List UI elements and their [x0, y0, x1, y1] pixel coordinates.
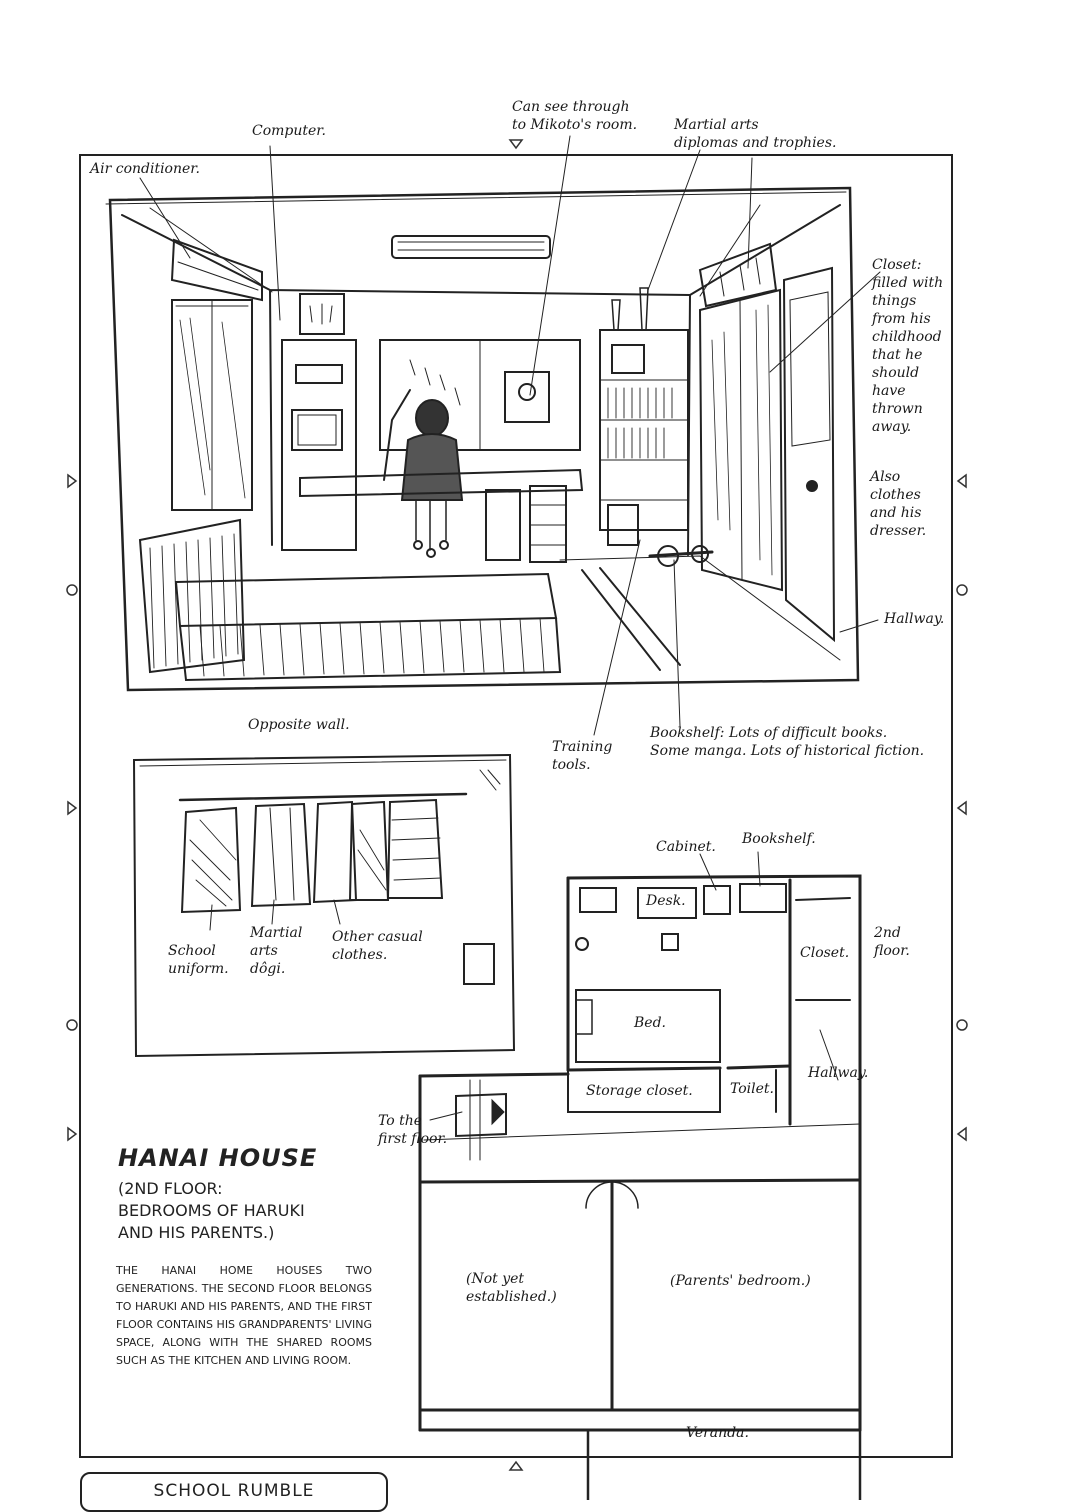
label-first-floor: To the first floor. [378, 1113, 448, 1147]
page-description: THE HANAI HOME HOUSES TWO GENERATIONS. T… [116, 1264, 372, 1367]
series-title: SCHOOL RUMBLE [80, 1472, 388, 1512]
page-margin-marks [66, 139, 968, 1471]
label-toilet: Toilet. [730, 1081, 774, 1097]
label-hallway-room: Hallway. [884, 611, 945, 627]
label-air-conditioner: Air conditioner. [90, 161, 200, 177]
label-hallway-plan: Hallway. [808, 1065, 869, 1081]
label-bookshelf-room: Bookshelf: Lots of difficult books. Some… [650, 725, 925, 759]
label-clothes-dresser: Also clothes and his dresser. [870, 469, 927, 539]
label-school-uniform: School uniform. [168, 943, 229, 977]
label-parents-bedroom: (Parents' bedroom.) [670, 1273, 811, 1289]
label-training-tools: Training tools. [552, 739, 613, 773]
page-title: HANAI HOUSE [118, 1144, 318, 1172]
label-martial-arts: Martial arts diplomas and trophies. [674, 117, 837, 151]
label-storage-closet: Storage closet. [586, 1083, 693, 1099]
label-bookshelf-plan: Bookshelf. [742, 831, 816, 847]
label-see-through: Can see through to Mikoto's room. [512, 99, 638, 133]
label-desk: Desk. [646, 893, 686, 909]
label-cabinet: Cabinet. [656, 839, 716, 855]
wall-sketch [132, 753, 516, 1058]
label-not-established: (Not yet established.) [466, 1271, 557, 1305]
floor-plan [418, 851, 862, 1500]
page-frame [79, 154, 953, 1458]
label-computer: Computer. [252, 123, 326, 139]
label-veranda: Veranda. [686, 1425, 749, 1441]
label-casual-clothes: Other casual clothes. [332, 929, 423, 963]
label-opposite-wall: Opposite wall. [248, 717, 350, 733]
page-subtitle: (2ND FLOOR: BEDROOMS OF HARUKI AND HIS P… [118, 1179, 305, 1242]
label-closet-room: Closet: filled with things from his chil… [872, 257, 944, 435]
label-closet-plan: Closet. [800, 945, 850, 961]
label-second-floor: 2nd floor. [874, 925, 910, 959]
room-sketch [105, 135, 881, 736]
label-martial-dogi: Martial arts dôgi. [250, 925, 303, 977]
label-bed: Bed. [634, 1015, 666, 1031]
